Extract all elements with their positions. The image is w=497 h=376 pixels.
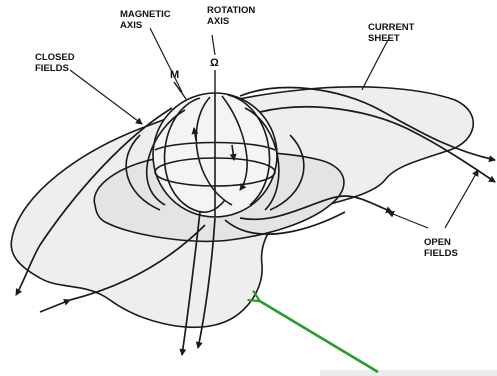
current-sheet-label: CURRENT SHEET: [368, 22, 417, 44]
closed-field-lines: [125, 94, 305, 213]
magnetic-axis-label: MAGNETIC AXIS: [120, 9, 173, 31]
open-fields-label: OPEN FIELDS: [424, 237, 458, 259]
rotation-axis-label: ROTATION AXIS: [207, 5, 258, 27]
rotation-symbol: Ω: [210, 57, 219, 69]
green-pointer-arrow: [258, 300, 379, 374]
closed-fields-label: CLOSED FIELDS: [35, 52, 77, 74]
axes: [173, 70, 216, 100]
open-field-lines: [15, 86, 496, 356]
magnetic-symbol: M: [170, 69, 179, 81]
leader-lines: [69, 27, 479, 229]
magnetic-axis-line: [173, 81, 187, 100]
corner-panel: [320, 370, 497, 376]
sun-sphere: [152, 92, 278, 218]
